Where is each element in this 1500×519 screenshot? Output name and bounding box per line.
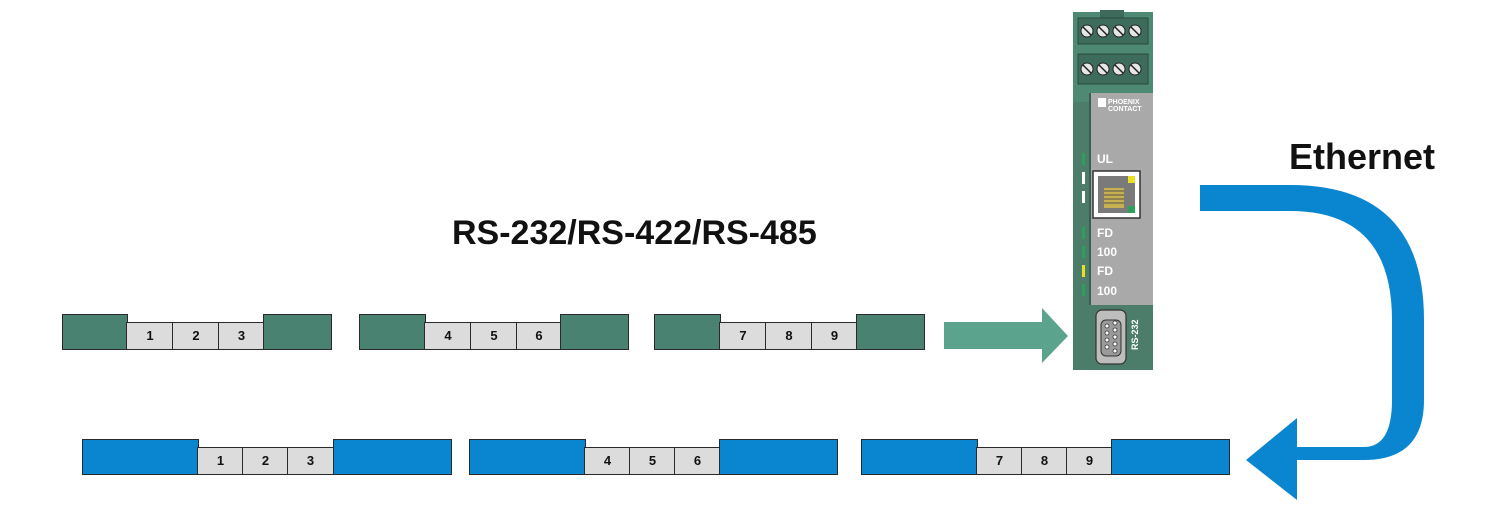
frame-header: [359, 314, 426, 350]
frame-cell: 5: [629, 447, 676, 475]
serial-protocol-label: RS-232/RS-422/RS-485: [452, 214, 817, 252]
frame-header: [861, 439, 978, 475]
frame-cell: 3: [287, 447, 334, 475]
frame-cell: 2: [242, 447, 289, 475]
phoenix-logo-icon: [1098, 98, 1106, 107]
ethernet-label: Ethernet: [1289, 136, 1436, 177]
frame-header: [82, 439, 199, 475]
led-label-ul: UL: [1097, 152, 1113, 166]
serial-frame: 7 8 9: [654, 314, 925, 350]
db9-connector-icon: [1095, 309, 1127, 365]
frame-trailer: [263, 314, 332, 350]
frame-trailer: [560, 314, 629, 350]
frame-cell: 5: [470, 322, 518, 350]
port-label: RS-232: [1130, 319, 1140, 350]
frame-trailer: [856, 314, 925, 350]
frame-trailer: [333, 439, 452, 475]
serial-frame: 1 2 3: [62, 314, 332, 350]
frame-cell: 7: [719, 322, 767, 350]
frame-header: [62, 314, 128, 350]
frame-cell: 9: [1066, 447, 1113, 475]
frame-cell: 8: [765, 322, 813, 350]
frame-trailer: [719, 439, 838, 475]
ethernet-arrow-icon: [1200, 185, 1424, 500]
frame-trailer: [1111, 439, 1230, 475]
frame-cell: 1: [197, 447, 244, 475]
frame-cell: 4: [424, 322, 472, 350]
frame-cell: 6: [516, 322, 562, 350]
frame-cell: 8: [1021, 447, 1068, 475]
led-label-100-1: 100: [1097, 245, 1118, 259]
led-label-100-2: 100: [1097, 284, 1118, 298]
frame-cell: 3: [218, 322, 265, 350]
frame-cell: 6: [674, 447, 721, 475]
led-label-fd-2: FD: [1097, 264, 1113, 278]
frame-cell: 1: [126, 322, 174, 350]
serial-frame: 4 5 6: [359, 314, 629, 350]
rj45-port-icon: [1092, 170, 1141, 219]
led-label-fd-1: FD: [1097, 226, 1113, 240]
frame-cell: 7: [976, 447, 1023, 475]
frame-header: [469, 439, 586, 475]
ethernet-frame: 1 2 3: [82, 439, 452, 475]
brand-line1: PHOENIX: [1108, 99, 1140, 106]
ethernet-frame: 4 5 6: [469, 439, 838, 475]
serial-arrow-icon: [944, 308, 1068, 363]
ethernet-frame: 7 8 9: [861, 439, 1230, 475]
gateway-device: [1073, 10, 1153, 370]
frame-cell: 4: [584, 447, 631, 475]
frame-header: [654, 314, 721, 350]
brand-line2: CONTACT: [1108, 106, 1142, 113]
frame-cell: 2: [172, 322, 220, 350]
frame-cell: 9: [811, 322, 858, 350]
